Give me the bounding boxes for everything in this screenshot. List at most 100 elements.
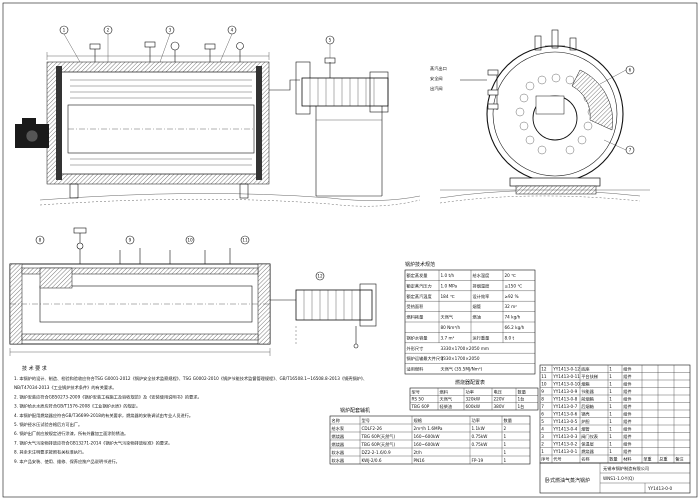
burner-cell: 天然气 [440, 396, 453, 403]
callout-12: 12 [317, 274, 323, 279]
parts-cell: 1 [609, 374, 612, 379]
burner-head-cell: 数量 [518, 388, 526, 395]
burner-head-cell: 燃料 [440, 388, 449, 395]
parts-head-cell: 数量 [609, 456, 617, 463]
burner-cell: 220V [494, 397, 505, 402]
side-view-callouts: 1 2 3 4 5 [59, 25, 335, 63]
param-cell: 给水温度 [473, 272, 491, 279]
parts-cell: 2 [541, 442, 544, 447]
plan-view [9, 227, 377, 356]
param-cell: 运行重量 [473, 334, 490, 341]
parts-cell: 1 [609, 389, 612, 394]
parts-cell: 组件 [623, 388, 631, 395]
parts-cell: 组件 [623, 411, 631, 418]
param-cell: 20 ℃ [505, 273, 517, 278]
parts-cell: 前烟箱 [581, 396, 594, 403]
param-cell: 3.7 m³ [441, 335, 455, 340]
aux-cell: 1 [504, 450, 507, 455]
aux-cell: CDLF2-26 [362, 426, 383, 431]
parts-cell: 烟箱 [581, 381, 589, 388]
parts-cell: 9 [541, 389, 544, 394]
parts-cell: YY1413-0-7 [552, 404, 577, 409]
note-line: 6. 锅炉出厂前应按规定进行涂漆，所有外露加工面涂防锈油。 [14, 430, 128, 437]
note-line: 7. 锅炉大气污染物排放应符合GB13271-2014《锅炉大气污染物排放标准》… [14, 439, 172, 446]
param-cell: 受热面积 [407, 303, 424, 310]
param-cell: 设计效率 [473, 293, 490, 300]
parts-cell: 1 [609, 419, 612, 424]
param-cell: 1.0 MPa [441, 283, 458, 288]
note-line: 2. 锅炉安装应符合GB50273-2009《锅炉安装工程施工及验收规范》及《安… [14, 393, 202, 400]
parameters-heading: 锅炉技术规范 [405, 261, 435, 268]
parts-cell: 1 [609, 442, 612, 447]
front-view-callouts: 蒸汽出口 安全阀 出汽阀 6 7 [430, 65, 635, 155]
param-cell: 1.0 t/h [441, 273, 455, 278]
parts-head-cell: 序号 [541, 456, 549, 463]
aux-cell: 给水泵 [332, 425, 345, 432]
parts-cell: YY1413-0-10 [552, 382, 580, 387]
burner-cell: TBG 60P [411, 404, 430, 409]
parts-cell: 1 [609, 427, 612, 432]
aux-cell: 2 [504, 426, 507, 431]
parts-cell: 8 [541, 397, 544, 402]
drawing-number: WNS1-1.0-Y(Q) [603, 476, 634, 481]
parts-cell: 组件 [623, 403, 631, 410]
parts-cell: 烟管 [581, 426, 589, 433]
parts-cell: 后烟箱 [581, 403, 594, 410]
aux-cell: 2t/h [414, 450, 423, 455]
aux-cell: 1 [504, 442, 507, 447]
parts-cell: 1 [609, 449, 612, 454]
note-line: 5. 锅炉经水压试验合格后方可出厂。 [14, 421, 82, 428]
technical-notes: 技 术 要 求 1. 本锅炉的设计、制造、检验和验收应符合TSG G0001-2… [14, 365, 367, 465]
aux-head-cell: 功率 [472, 417, 480, 424]
parts-cell: 1 [609, 434, 612, 439]
parts-cell: YY1413-0-2 [552, 442, 577, 447]
aux-cell: 软水器 [332, 457, 345, 464]
callout-11: 11 [242, 238, 248, 243]
aux-cell: KWJ-2/0.6 [362, 458, 382, 463]
burner-cell: 320kW [466, 397, 481, 402]
parts-cell: 组件 [623, 441, 631, 448]
parts-cell: YY1413-0-12 [552, 367, 580, 372]
aux-head-cell: 数量 [504, 417, 512, 424]
parts-head-cell: 材料 [623, 456, 632, 463]
param-cell: 184 ℃ [441, 294, 455, 299]
aux-table-heading: 锅炉配套辅机 [340, 407, 370, 414]
parts-cell: 底座 [581, 366, 589, 373]
parts-cell: 11 [541, 374, 547, 379]
plan-view-callouts: 8 9 10 11 12 [35, 235, 325, 281]
front-callout-safety-valve: 安全阀 [430, 75, 443, 82]
parts-head-cell: 代号 [553, 456, 561, 463]
callout-1: 1 [63, 28, 66, 33]
parts-cell: 组件 [623, 426, 631, 433]
burner-cell: 600kW [466, 404, 481, 409]
callout-4: 4 [231, 28, 234, 33]
aux-cell: 0.75kW [472, 434, 488, 439]
param-cell: 烟管 [473, 303, 481, 310]
parts-cell: 1 [541, 449, 544, 454]
param-cell: 3330×1700×2050 [441, 356, 480, 361]
aux-cell: 160~600kW [414, 442, 440, 447]
parts-cell: 组件 [623, 448, 631, 455]
callout-2: 2 [107, 28, 110, 33]
parts-cell: 炉胆 [581, 418, 590, 425]
parts-head-cell: 备注 [675, 456, 684, 463]
notes-heading: 技 术 要 求 [22, 365, 47, 372]
parts-cell: YY1413-0-4 [552, 427, 577, 432]
parts-cell: 1 [609, 382, 612, 387]
aux-cell: 0.75kW [472, 442, 488, 447]
parts-cell: 平台扶梯 [581, 373, 598, 380]
callout-8: 8 [39, 238, 42, 243]
param-cell: 天然气 [441, 314, 454, 321]
parts-cell: YY1413-0-8 [552, 397, 577, 402]
aux-cell: 燃烧器 [332, 433, 345, 440]
param-cell: 天然气 (35.5MJ/Nm³) [441, 366, 483, 373]
parts-cell: 1 [609, 397, 612, 402]
sheet-number: YY1413-0-0 [647, 486, 672, 491]
title-block: 卧式燃油气蒸汽锅炉 无锡市锅炉制造有限公司 WNS1-1.0-Y(Q) YY14… [539, 462, 691, 494]
note-line: NB/T47034-2013《工业锅炉技术条件》的有关要求。 [14, 384, 116, 391]
parts-cell: 6 [541, 412, 544, 417]
callout-9: 9 [129, 238, 132, 243]
callout-6: 6 [629, 68, 632, 73]
